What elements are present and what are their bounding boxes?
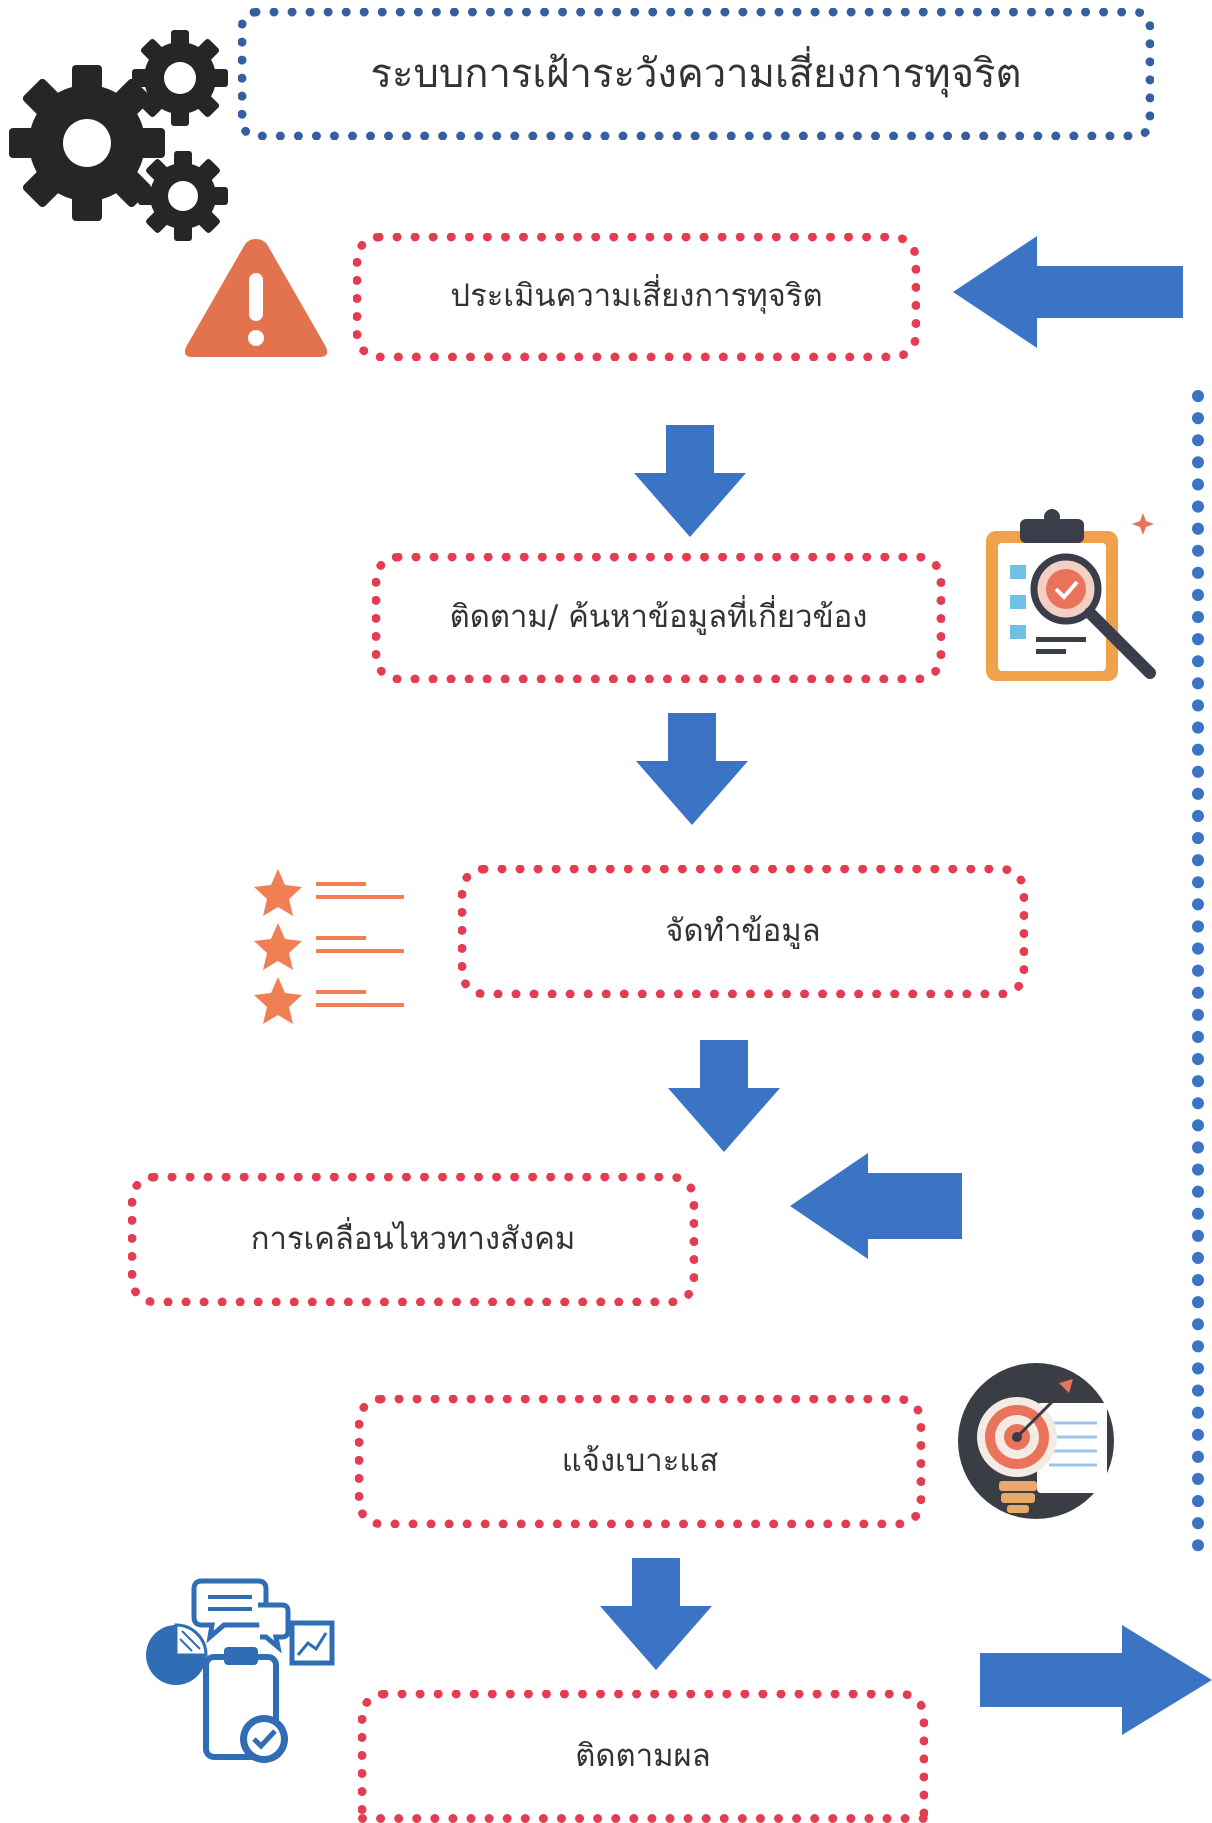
feedback-dotted-line — [1192, 390, 1204, 1556]
step-label: แจ้งเบาะแส — [561, 1442, 719, 1479]
step-box-report-clue: แจ้งเบาะแส — [355, 1395, 925, 1528]
arrow-down-icon — [668, 1040, 780, 1152]
warning-icon — [184, 239, 328, 357]
diagram-title: ระบบการเฝ้าระวังความเสี่ยงการทุจริต — [370, 51, 1022, 97]
step-box-social-movement: การเคลื่อนไหวทางสังคม — [128, 1173, 698, 1306]
arrow-down-icon — [600, 1558, 712, 1670]
arrow-down-icon — [636, 713, 748, 825]
report-analytics-icon — [146, 1578, 335, 1763]
step-label: ประเมินความเสี่ยงการทุจริต — [450, 278, 823, 315]
step-label: ติดตามผล — [575, 1737, 711, 1774]
clipboard-search-icon — [986, 509, 1156, 681]
rating-stars-icon — [254, 869, 404, 1024]
step-box-risk-assessment: ประเมินความเสี่ยงการทุจริต — [353, 233, 920, 361]
step-box-prepare-data: จัดทำข้อมูล — [458, 865, 1028, 998]
target-bulb-icon — [958, 1363, 1114, 1519]
step-box-monitor-search: ติดตาม/ ค้นหาข้อมูลที่เกี่ยวข้อง — [372, 553, 945, 683]
step-label: ติดตาม/ ค้นหาข้อมูลที่เกี่ยวข้อง — [449, 599, 868, 636]
arrow-right-icon — [980, 1625, 1212, 1735]
step-label: จัดทำข้อมูล — [665, 912, 821, 949]
arrow-left-icon — [953, 236, 1183, 348]
arrow-down-icon — [634, 425, 746, 537]
arrow-left-icon — [790, 1153, 962, 1259]
step-box-follow-up: ติดตามผล — [358, 1690, 928, 1823]
gears-icon — [9, 30, 228, 241]
step-label: การเคลื่อนไหวทางสังคม — [250, 1220, 576, 1257]
diagram-title-box: ระบบการเฝ้าระวังความเสี่ยงการทุจริต — [238, 8, 1154, 140]
